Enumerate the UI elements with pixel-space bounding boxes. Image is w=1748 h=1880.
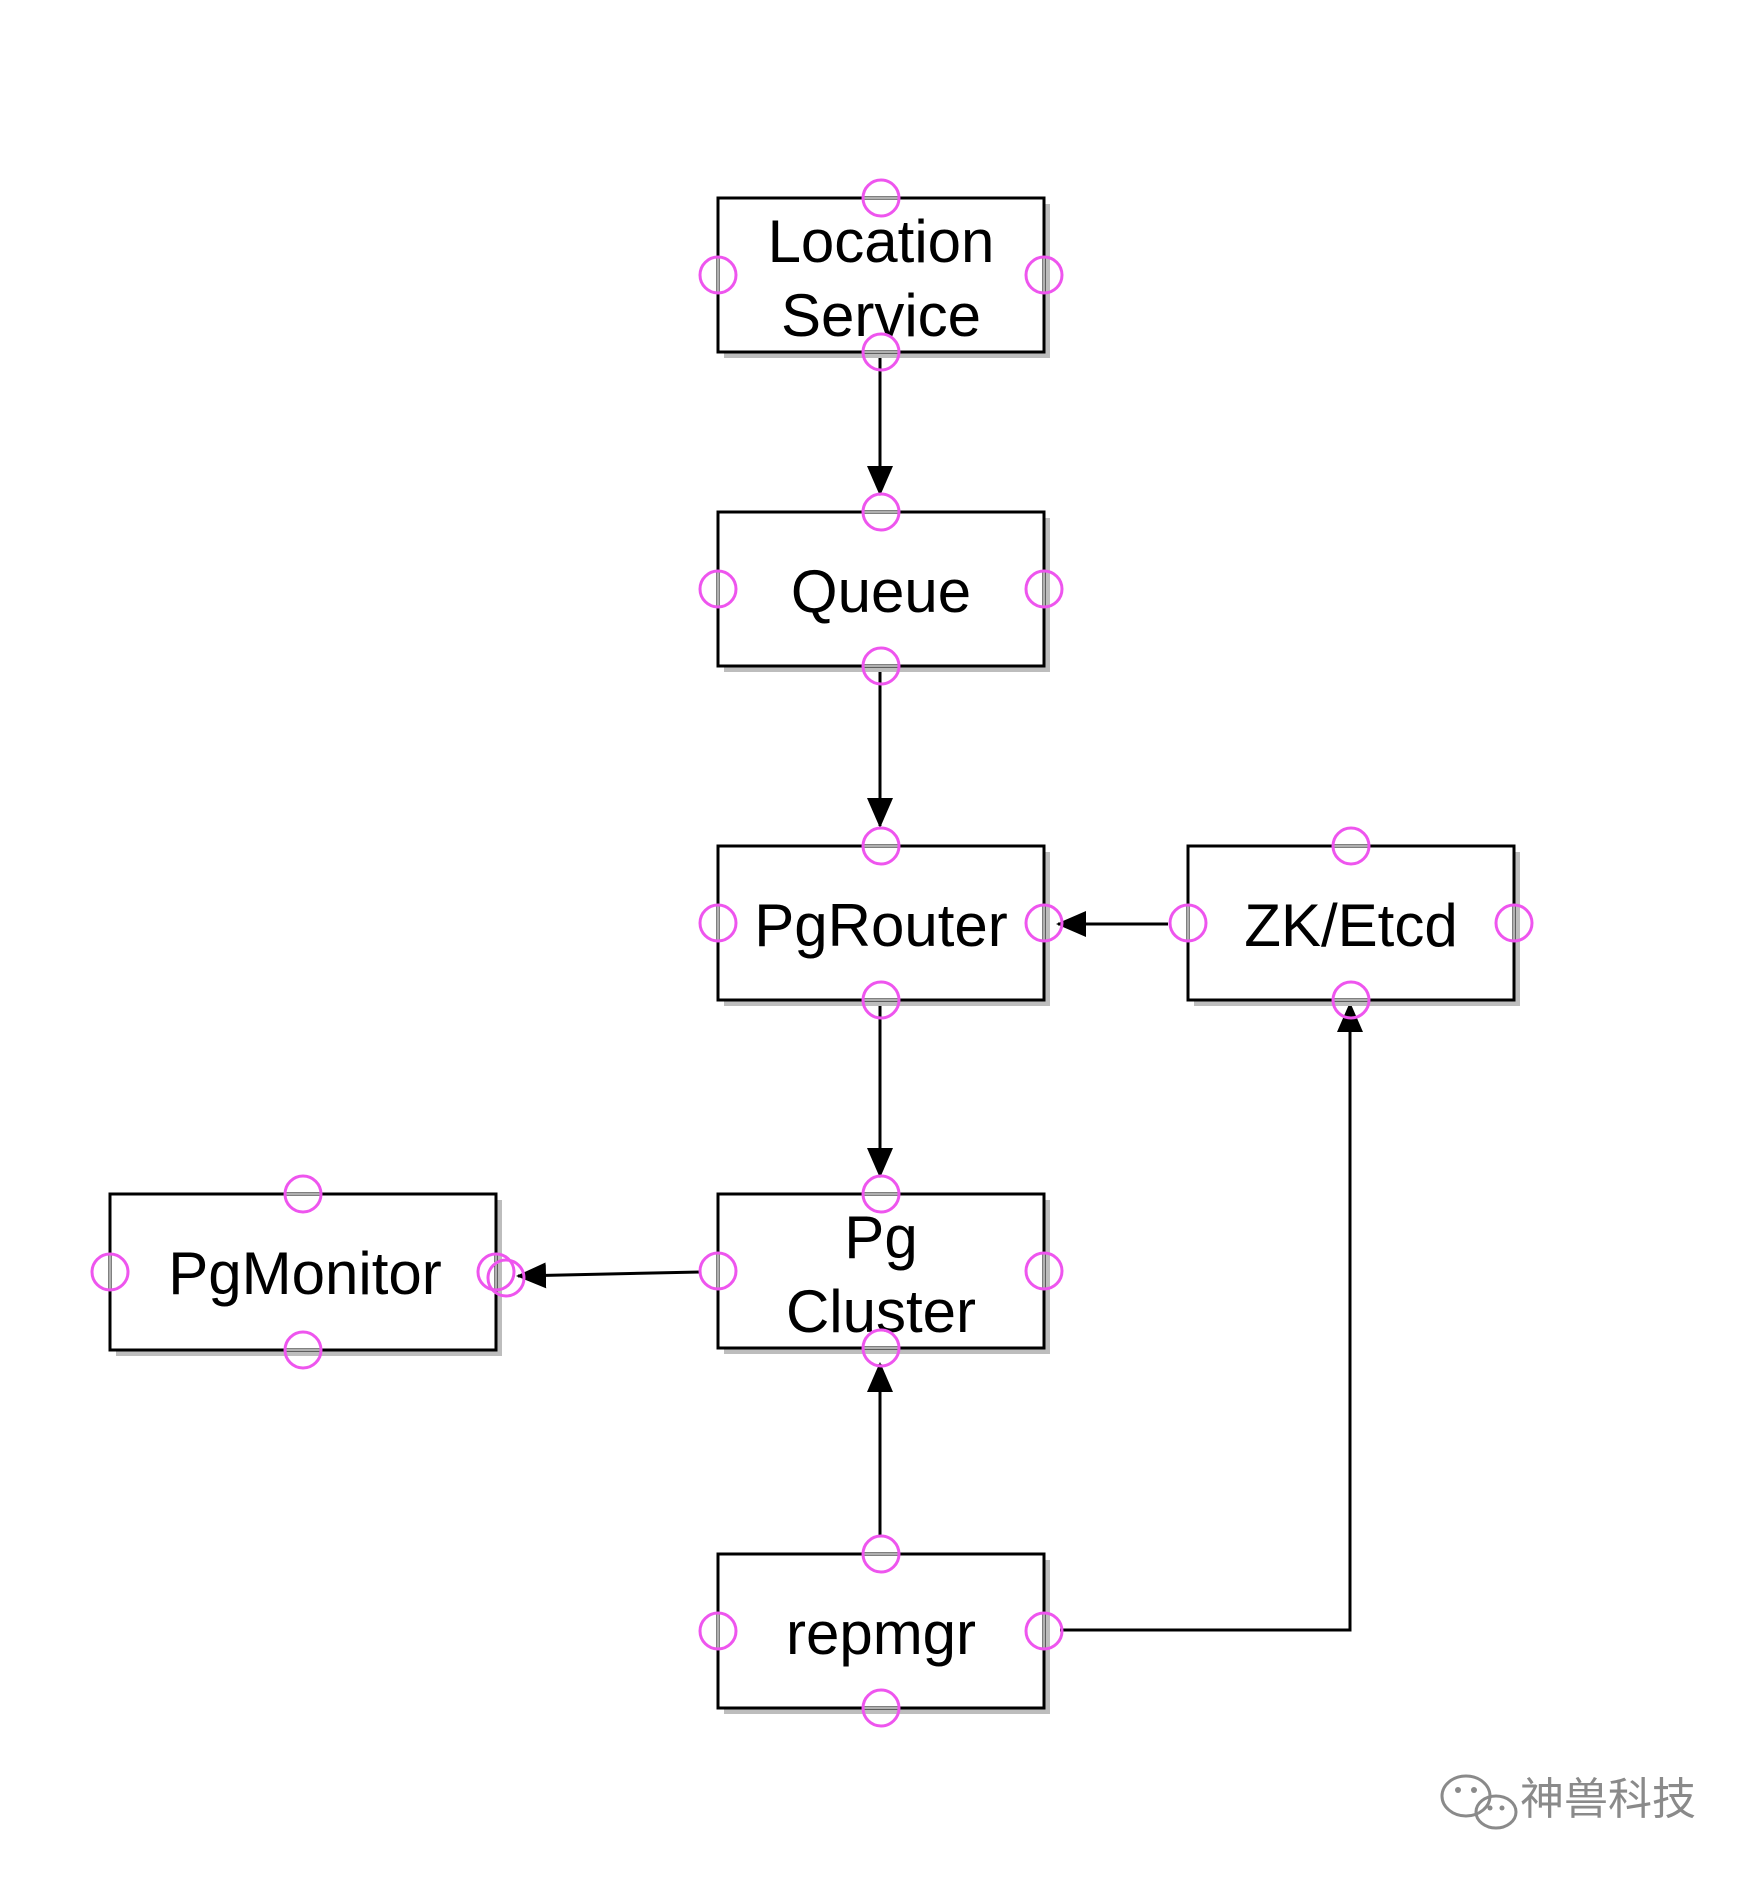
node-queue-box	[716, 510, 1046, 668]
node-queue-label: Queue	[791, 558, 971, 625]
connection-handle-repmgr-right[interactable]	[1024, 1611, 1064, 1651]
connection-handle-pgrouter-right[interactable]	[1024, 903, 1064, 943]
node-repmgr-box	[716, 1552, 1046, 1710]
connection-handle-pgmonitor-right-extra[interactable]	[486, 1258, 526, 1298]
connection-handle-zk-etcd-left[interactable]	[1168, 903, 1208, 943]
node-pg-cluster-label-line2: Cluster	[786, 1278, 976, 1345]
node-zk-etcd-label: ZK/Etcd	[1244, 892, 1457, 959]
node-repmgr[interactable]: repmgr	[716, 1552, 1050, 1714]
connection-handle-pg-cluster-left[interactable]	[698, 1251, 738, 1291]
connection-handle-pgrouter-top[interactable]	[861, 826, 901, 866]
connection-handle-pg-cluster-right[interactable]	[1024, 1251, 1064, 1291]
node-location-service-label-line2: Service	[781, 282, 981, 349]
watermark-text: 神兽科技	[1520, 1774, 1696, 1825]
node-pgmonitor[interactable]: PgMonitor	[108, 1192, 502, 1356]
connection-handle-location-service-left[interactable]	[698, 255, 738, 295]
connection-handle-queue-right[interactable]	[1024, 569, 1064, 609]
connection-handle-repmgr-bottom[interactable]	[861, 1688, 901, 1728]
node-queue[interactable]: Queue	[716, 510, 1050, 672]
node-pg-cluster[interactable]: Pg Cluster	[716, 1192, 1050, 1354]
wechat-icon	[1440, 1774, 1518, 1830]
edge-pg-cluster-to-pgmonitor[interactable]	[516, 1262, 701, 1289]
connection-handle-pgmonitor-top[interactable]	[283, 1174, 323, 1214]
connection-handle-location-service-top[interactable]	[861, 178, 901, 218]
connection-handle-pgmonitor-right[interactable]	[476, 1252, 516, 1292]
watermark: 神兽科技	[1440, 1774, 1696, 1830]
node-repmgr-label: repmgr	[786, 1600, 976, 1667]
connection-handle-zk-etcd-right[interactable]	[1494, 903, 1534, 943]
node-pg-cluster-label-line1: Pg	[844, 1204, 917, 1271]
connection-handle-pg-cluster-bottom[interactable]	[861, 1328, 901, 1368]
node-pgmonitor-label: PgMonitor	[168, 1240, 441, 1307]
connection-handle-queue-bottom[interactable]	[861, 646, 901, 686]
connection-handle-queue-left[interactable]	[698, 569, 738, 609]
edge-repmgr-to-zk-etcd[interactable]	[1060, 1002, 1363, 1632]
connection-handle-zk-etcd-top[interactable]	[1331, 826, 1371, 866]
node-pgmonitor-box	[108, 1192, 498, 1352]
node-zk-etcd[interactable]: ZK/Etcd	[1186, 844, 1520, 1006]
connection-handle-repmgr-left[interactable]	[698, 1611, 738, 1651]
edges	[516, 354, 1363, 1632]
connection-handle-location-service-bottom[interactable]	[861, 332, 901, 372]
connection-handle-repmgr-top[interactable]	[861, 1534, 901, 1574]
connection-handle-pgmonitor-left[interactable]	[90, 1252, 130, 1292]
connection-handles	[90, 178, 1534, 1728]
node-pgrouter-label: PgRouter	[754, 892, 1007, 959]
connection-handle-pgmonitor-bottom[interactable]	[283, 1330, 323, 1370]
connection-handle-pgrouter-left[interactable]	[698, 903, 738, 943]
node-location-service-label-line1: Location	[768, 208, 995, 275]
connection-handle-pgrouter-bottom[interactable]	[861, 980, 901, 1020]
connection-handle-location-service-right[interactable]	[1024, 255, 1064, 295]
connection-handle-pg-cluster-top[interactable]	[861, 1174, 901, 1214]
connection-handle-zk-etcd-bottom[interactable]	[1331, 980, 1371, 1020]
connection-handle-queue-top[interactable]	[861, 492, 901, 532]
